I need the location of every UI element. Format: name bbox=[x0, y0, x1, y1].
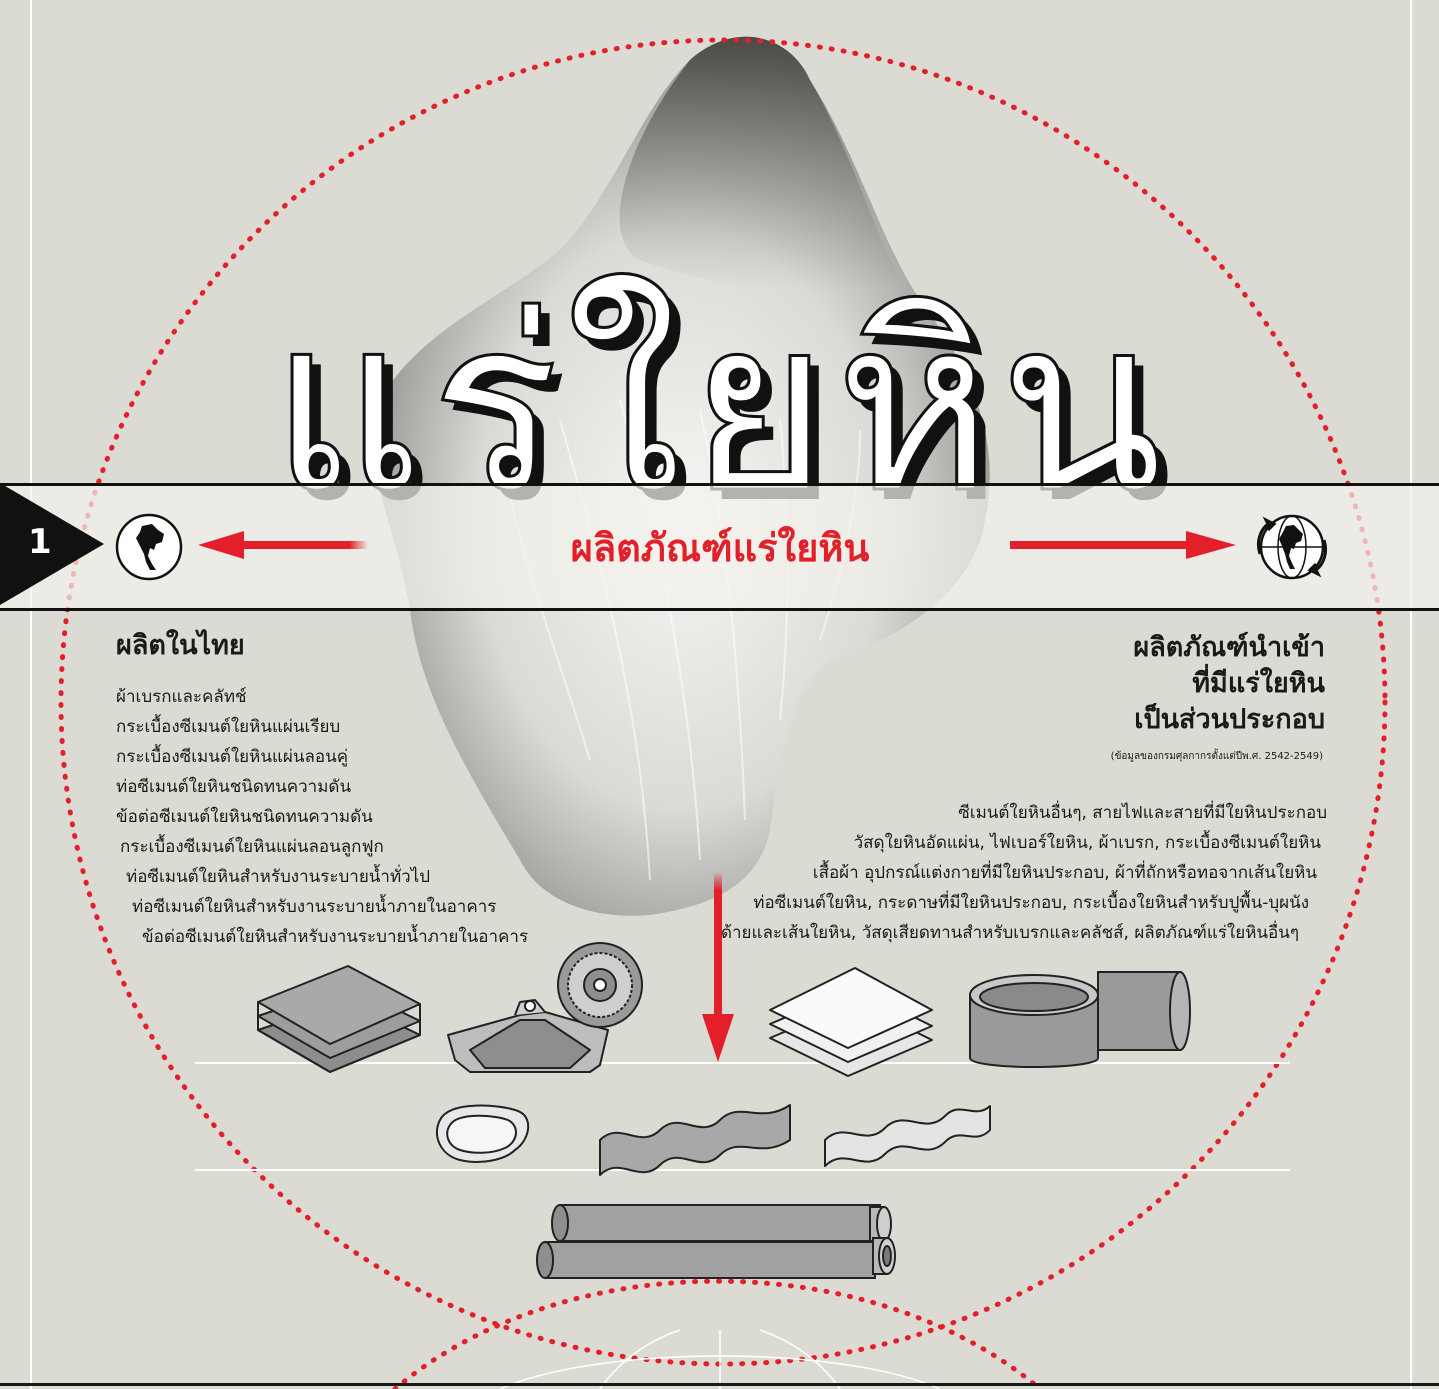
thailand-map-icon bbox=[115, 513, 183, 581]
list-item: ท่อซีเมนต์ใยหินสำหรับงานระบายน้ำทั่วไป bbox=[126, 867, 431, 887]
list-item: ด้ายและเส้นใยหิน, วัสดุเสียดทานสำหรับเบร… bbox=[720, 923, 1299, 943]
list-item: เสื้อผ้า อุปกรณ์แต่งกายที่มีใยหินประกอบ,… bbox=[812, 863, 1317, 883]
band-title: ผลิตภัณฑ์แร่ใยหิน bbox=[570, 526, 870, 570]
right-column-heading: ผลิตภัณฑ์นำเข้า ที่มีแร่ใยหิน เป็นส่วนปร… bbox=[1133, 630, 1325, 738]
list-item: ท่อซีเมนต์ใยหินสำหรับงานระบายน้ำภายในอาค… bbox=[132, 897, 497, 917]
list-item: วัสดุใยหินอัดแผ่น, ไฟเบอร์ใยหิน, ผ้าเบรก… bbox=[853, 833, 1321, 853]
list-item: ซีเมนต์ใยหินอื่นๆ, สายไฟและสายที่มีใยหิน… bbox=[958, 803, 1327, 823]
list-item: ท่อซีเมนต์ใยหิน, กระดาษที่มีใยหินประกอบ,… bbox=[753, 893, 1309, 913]
left-margin-line bbox=[30, 0, 32, 1389]
section-number-tag bbox=[0, 483, 104, 605]
source-note: (ข้อมูลของกรมศุลกากรตั้งแต่ปีพ.ศ. 2542-2… bbox=[1110, 751, 1323, 762]
asbestos-rock-image bbox=[373, 36, 990, 916]
bottom-rule bbox=[0, 1383, 1439, 1386]
heading-line: ผลิตภัณฑ์นำเข้า bbox=[1133, 632, 1325, 663]
dotted-lower-arc bbox=[392, 1278, 1043, 1389]
globe-thailand-icon bbox=[1256, 514, 1328, 580]
arrow-right-icon bbox=[1010, 531, 1236, 559]
list-item: กระเบื้องซีเมนต์ใยหินแผ่นเรียบ bbox=[116, 717, 341, 737]
domestic-products-list: ผ้าเบรกและคลัทช์ กระเบื้องซีเมนต์ใยหินแผ… bbox=[116, 682, 528, 952]
arrow-left-icon bbox=[198, 531, 368, 559]
list-item: กระเบื้องซีเมนต์ใยหินแผ่นลอนลูกฟูก bbox=[120, 837, 384, 857]
list-item: ข้อต่อซีเมนต์ใยหินชนิดทนความดัน bbox=[116, 807, 373, 827]
list-item: กระเบื้องซีเมนต์ใยหินแผ่นลอนคู่ bbox=[116, 747, 349, 767]
list-item: ผ้าเบรกและคลัทช์ bbox=[116, 687, 247, 707]
list-item: ข้อต่อซีเมนต์ใยหินสำหรับงานระบายน้ำภายใน… bbox=[142, 927, 529, 947]
dotted-circle bbox=[58, 37, 1388, 1367]
list-item: ท่อซีเมนต์ใยหินชนิดทนความดัน bbox=[116, 777, 352, 797]
heading-line: เป็นส่วนประกอบ bbox=[1134, 704, 1325, 735]
imported-products-list: ซีเมนต์ใยหินอื่นๆ, สายไฟและสายที่มีใยหิน… bbox=[721, 798, 1327, 948]
arrow-down-icon bbox=[702, 872, 734, 1062]
right-margin-line bbox=[1410, 0, 1412, 1389]
section-number: 1 bbox=[28, 522, 52, 562]
left-column-heading: ผลิตในไทย bbox=[116, 630, 245, 661]
heading-line: ที่มีแร่ใยหิน bbox=[1192, 668, 1325, 699]
globe-grid-lines bbox=[499, 1329, 941, 1389]
